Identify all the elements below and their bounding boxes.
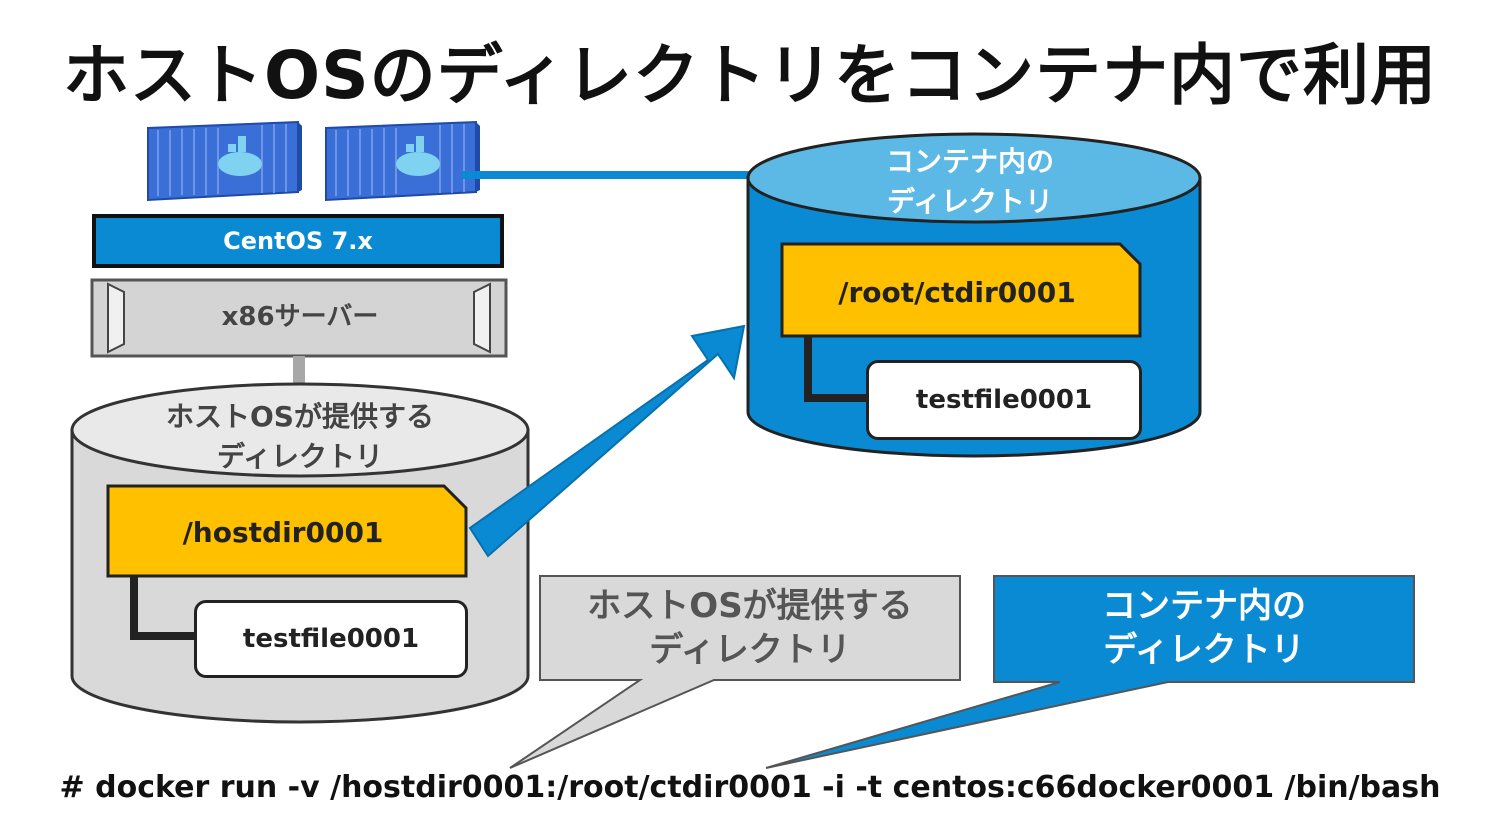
host-disk-title: ホストOSが提供する ディレクトリ bbox=[110, 397, 490, 477]
host-disk-title-line2: ディレクトリ bbox=[216, 440, 384, 473]
docker-container-icon bbox=[147, 120, 302, 202]
docker-run-command: # docker run -v /hostdir0001:/root/ctdir… bbox=[59, 770, 1441, 805]
container-folder-label: /root/ctdir0001 bbox=[838, 276, 1076, 309]
container-folder-shape bbox=[780, 242, 1142, 338]
container-disk-title-line1: コンテナ内の bbox=[885, 145, 1054, 178]
host-callout-line2: ディレクトリ bbox=[649, 630, 851, 670]
host-callout-text: ホストOSが提供する ディレクトリ bbox=[540, 584, 960, 672]
container-disk-title-line2: ディレクトリ bbox=[886, 185, 1054, 218]
server-disk-connector bbox=[293, 356, 305, 386]
docker-container-icon bbox=[325, 120, 480, 202]
container-callout-line1: コンテナ内の bbox=[1102, 586, 1306, 626]
os-layer-bar: CentOS 7.x bbox=[92, 214, 504, 268]
container-callout-text: コンテナ内の ディレクトリ bbox=[994, 584, 1414, 672]
server-chassis bbox=[90, 278, 508, 358]
host-file-box: testfile0001 bbox=[194, 600, 468, 678]
container-tree-connector bbox=[804, 336, 870, 402]
container-disk-title: コンテナ内の ディレクトリ bbox=[790, 142, 1150, 222]
host-folder-label: /hostdir0001 bbox=[182, 516, 384, 549]
server-label: x86サーバー bbox=[221, 302, 379, 332]
container-callout-line2: ディレクトリ bbox=[1103, 630, 1305, 670]
page-title: ホストOSのディレクトリをコンテナ内で利用 bbox=[62, 37, 1438, 114]
container-file-box: testfile0001 bbox=[866, 360, 1142, 440]
host-callout-bubble bbox=[509, 575, 961, 769]
host-disk-title-line1: ホストOSが提供する bbox=[166, 400, 434, 433]
container-callout-bubble bbox=[765, 575, 1415, 769]
host-callout-line1: ホストOSが提供する bbox=[587, 586, 913, 626]
host-tree-connector bbox=[130, 576, 200, 640]
mount-arrow-icon bbox=[468, 324, 746, 558]
host-folder-shape bbox=[106, 484, 468, 578]
